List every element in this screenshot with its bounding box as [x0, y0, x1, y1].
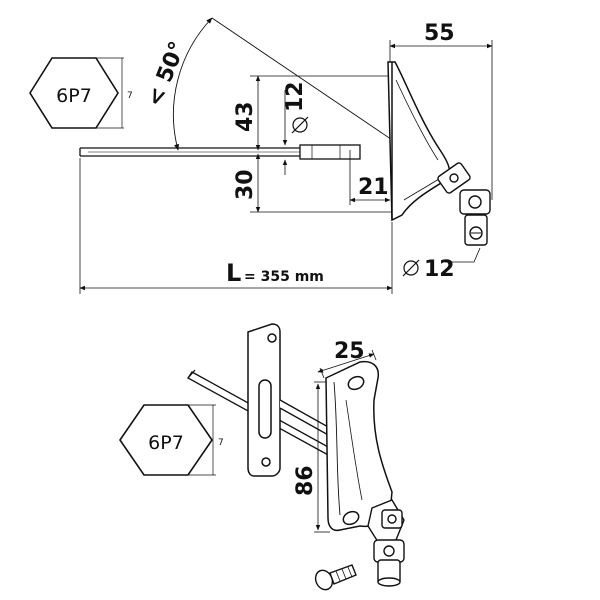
length-value: = 355 mm	[244, 269, 324, 285]
vertical-dims	[250, 75, 392, 213]
hex-size-top: 7	[127, 91, 133, 101]
dim-55-label: 55	[424, 21, 455, 46]
hex-label-iso: 6P7	[148, 432, 184, 454]
dim-86-label: 86	[293, 465, 318, 496]
length-prefix: L	[226, 259, 241, 287]
dim-25-label: 25	[334, 339, 365, 364]
hex-label-top: 6P7	[56, 85, 92, 107]
screw	[314, 564, 357, 591]
mounting-plate	[247, 323, 281, 477]
dim-43-label: 43	[233, 101, 258, 132]
hex-size-iso: 7	[218, 438, 224, 448]
dim-30-label: 30	[233, 169, 258, 200]
hex-badge-top	[29, 57, 124, 129]
dim-25-iso	[317, 349, 377, 379]
dia-12-bottom-leader	[402, 247, 481, 277]
iso-view	[119, 323, 405, 591]
dim-21	[349, 150, 391, 205]
bracket-body-iso	[325, 360, 393, 532]
dia-12-bottom-label: 12	[424, 257, 455, 282]
angle-indicator	[172, 17, 411, 153]
universal-joint-iso	[367, 499, 405, 587]
top-view	[29, 17, 493, 294]
dim-21-label: 21	[358, 175, 389, 200]
bracket-body-top	[387, 61, 451, 222]
square-shaft-top	[79, 144, 361, 160]
angle-label: < 50°	[142, 38, 191, 110]
hex-badge-iso	[119, 404, 216, 476]
dia-12-top-label: 12	[283, 81, 308, 112]
dim-length	[79, 158, 393, 294]
universal-joint-top	[437, 162, 491, 246]
